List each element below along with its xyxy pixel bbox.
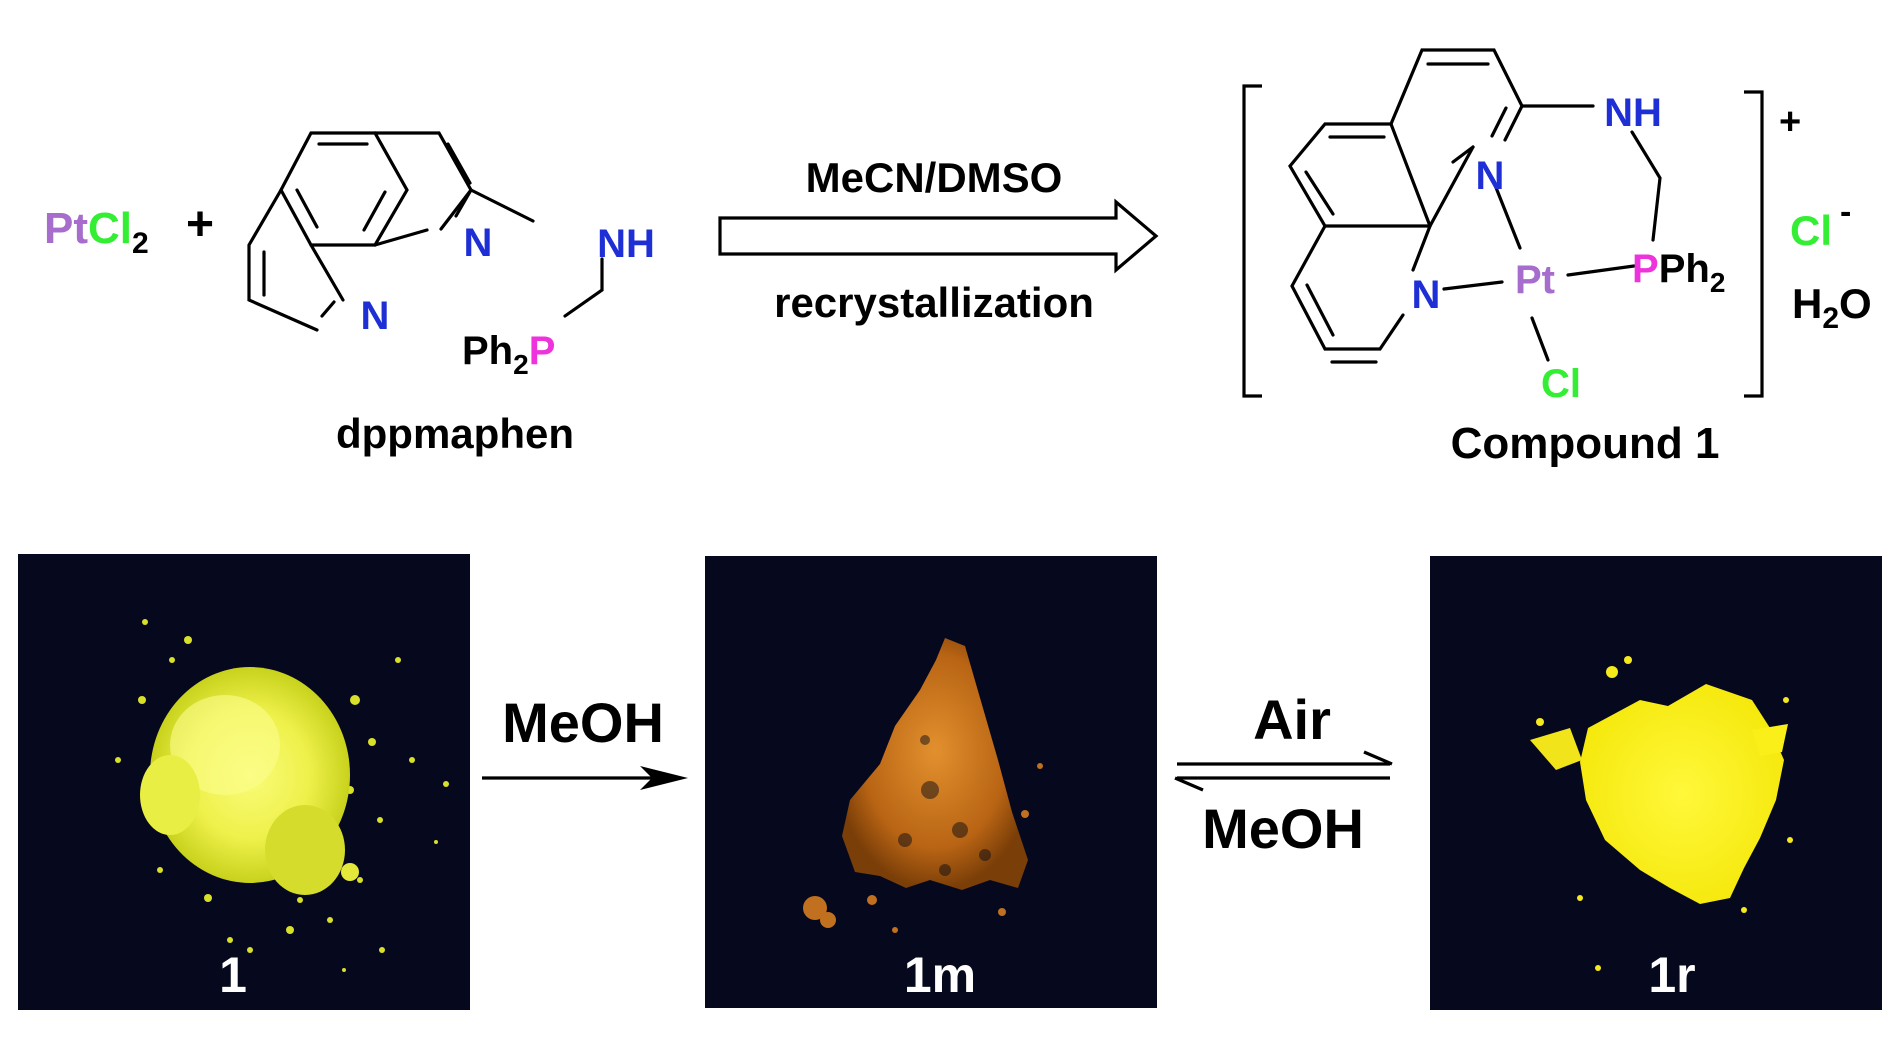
compound-1-structure [1288, 48, 1662, 364]
product-name: Compound 1 [1451, 419, 1720, 468]
water-subscript: 2 [1822, 302, 1839, 335]
reaction-arrow [718, 198, 1159, 274]
bracket-left [1242, 84, 1262, 398]
counterion: Cl- [1790, 193, 1851, 254]
water-o: O [1839, 280, 1872, 327]
photo-label-1r: 1r [1648, 947, 1695, 1003]
product-cl: Cl [1541, 362, 1581, 406]
product-ph-subscript: 2 [1710, 267, 1726, 298]
ligand-ph: Ph [462, 329, 513, 373]
plus-sign: + [186, 198, 214, 251]
ptcl2-formula: PtCl2 [44, 204, 149, 260]
product-n-top: N [1476, 154, 1505, 198]
counterion-cl: Cl [1790, 207, 1832, 254]
ligand-ph2p: Ph2P [462, 329, 555, 380]
ligand-nh: NH [597, 222, 655, 266]
photo-sample-1m: 1m [705, 556, 1157, 1008]
photo-arrow-1 [482, 766, 688, 790]
ptcl2-pt: Pt [44, 204, 88, 253]
bracket-right [1744, 90, 1764, 398]
ligand-n-right: N [464, 221, 493, 265]
water-h: H [1792, 280, 1822, 327]
water: H2O [1792, 280, 1872, 335]
equilibrium-label-air: Air [1253, 688, 1331, 751]
product-p: P [1632, 247, 1659, 291]
product-n-bottom: N [1412, 273, 1441, 317]
product-nh: NH [1604, 91, 1662, 135]
arrow-label-above: MeCN/DMSO [806, 154, 1063, 201]
counterion-charge: - [1840, 193, 1851, 231]
ligand-n-left: N [361, 294, 390, 338]
photo-sample-1: 1 [18, 554, 470, 1010]
photo-label-1m: 1m [904, 947, 976, 1003]
product-charge: + [1779, 101, 1801, 143]
product-pph2: PPh2 [1632, 247, 1725, 298]
photo-arrow-1-label: MeOH [502, 691, 664, 754]
product-ph: Ph [1659, 247, 1710, 291]
photo-label-1: 1 [219, 947, 247, 1003]
ptcl2-subscript: 2 [132, 227, 149, 260]
photo-sample-1r: 1r [1430, 556, 1882, 1010]
product-pt: Pt [1515, 258, 1555, 302]
equilibrium-arrows [1174, 750, 1393, 792]
equilibrium-label-meoh: MeOH [1202, 797, 1364, 860]
arrow-label-below: recrystallization [774, 279, 1094, 326]
ligand-name: dppmaphen [336, 410, 574, 457]
dppmaphen-structure [247, 131, 604, 332]
ligand-ph-subscript: 2 [513, 349, 529, 380]
ligand-p: P [529, 329, 556, 373]
ptcl2-cl: Cl [88, 204, 132, 253]
